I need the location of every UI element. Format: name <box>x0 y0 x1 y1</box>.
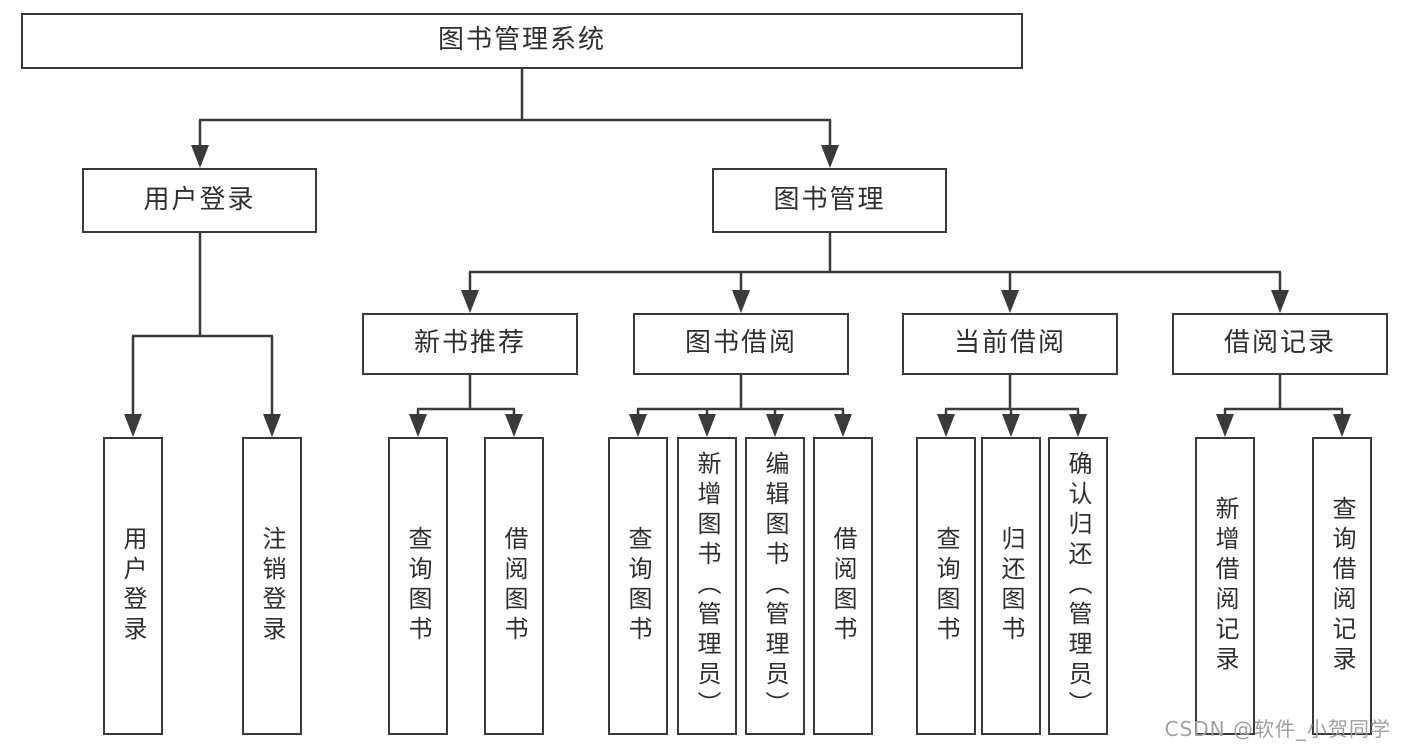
node-user-login-leaf: 用户登录 <box>103 437 163 735</box>
node-label: 借阅记录 <box>1223 328 1336 359</box>
arrowhead <box>409 414 427 437</box>
node-label: 借阅图书 <box>829 526 857 646</box>
node-book-management: 图书管理 <box>712 168 947 233</box>
arrowhead <box>834 414 852 437</box>
arrowhead <box>1271 290 1289 313</box>
arrowhead <box>821 145 839 168</box>
node-label: 新增借阅记录 <box>1211 496 1239 676</box>
edge-new-books <box>416 375 516 416</box>
node-confirm-return-admin: 确认归还（管理员） <box>1048 437 1108 735</box>
arrowhead <box>124 414 142 437</box>
node-label: 借阅图书 <box>500 526 528 646</box>
node-label: 当前借阅 <box>953 328 1066 359</box>
node-label: 用户登录 <box>119 526 147 646</box>
node-label: 新增图书（管理员） <box>693 451 721 721</box>
node-add-borrow-record: 新增借阅记录 <box>1195 437 1255 735</box>
node-logout: 注销登录 <box>242 437 302 735</box>
node-user-login: 用户登录 <box>82 168 317 233</box>
node-query-borrow-record: 查询借阅记录 <box>1312 437 1372 735</box>
node-label: 图书管理系统 <box>437 25 606 56</box>
arrowhead <box>732 290 750 313</box>
node-label: 查询图书 <box>932 526 960 646</box>
node-label: 图书管理 <box>773 184 886 215</box>
edge-book-mgmt <box>468 233 1282 292</box>
node-edit-books-admin: 编辑图书（管理员） <box>745 437 805 735</box>
arrowhead <box>1216 414 1234 437</box>
node-label: 用户登录 <box>143 184 256 215</box>
node-query-books-2: 查询图书 <box>608 437 668 735</box>
node-library-system: 图书管理系统 <box>21 13 1023 69</box>
node-borrow-books-1: 借阅图书 <box>484 437 544 735</box>
node-new-book-recommend: 新书推荐 <box>362 313 578 375</box>
edge-book-borrow <box>636 375 845 416</box>
node-borrow-records: 借阅记录 <box>1172 313 1388 375</box>
node-return-books: 归还图书 <box>981 437 1041 735</box>
arrowhead <box>766 414 784 437</box>
node-current-borrow: 当前借阅 <box>902 313 1118 375</box>
node-label: 查询图书 <box>404 526 432 646</box>
arrowhead <box>629 414 647 437</box>
arrowhead <box>1333 414 1351 437</box>
arrowhead <box>937 414 955 437</box>
node-label: 查询借阅记录 <box>1328 496 1356 676</box>
edge-borrow-records <box>1223 375 1344 416</box>
arrowhead <box>263 414 281 437</box>
arrowhead <box>698 414 716 437</box>
node-borrow-books-2: 借阅图书 <box>813 437 873 735</box>
node-label: 新书推荐 <box>413 328 526 359</box>
node-add-books-admin: 新增图书（管理员） <box>677 437 737 735</box>
watermark: CSDN @软件_小贺同学 <box>1164 717 1391 741</box>
arrowhead <box>1002 414 1020 437</box>
arrowhead <box>505 414 523 437</box>
node-label: 注销登录 <box>258 526 286 646</box>
node-label: 编辑图书（管理员） <box>761 451 789 721</box>
node-label: 查询图书 <box>624 526 652 646</box>
node-label: 确认归还（管理员） <box>1064 451 1092 721</box>
node-query-books-1: 查询图书 <box>388 437 448 735</box>
node-label: 图书借阅 <box>684 328 797 359</box>
node-query-books-3: 查询图书 <box>916 437 976 735</box>
arrowhead <box>1069 414 1087 437</box>
node-label: 归还图书 <box>997 526 1025 646</box>
arrowhead <box>191 145 209 168</box>
arrowhead <box>1001 290 1019 313</box>
node-book-borrow: 图书借阅 <box>633 313 849 375</box>
arrowhead <box>461 290 479 313</box>
edge-current-borrow <box>944 375 1080 416</box>
edge-root <box>198 68 832 147</box>
edge-user-login <box>131 233 274 416</box>
